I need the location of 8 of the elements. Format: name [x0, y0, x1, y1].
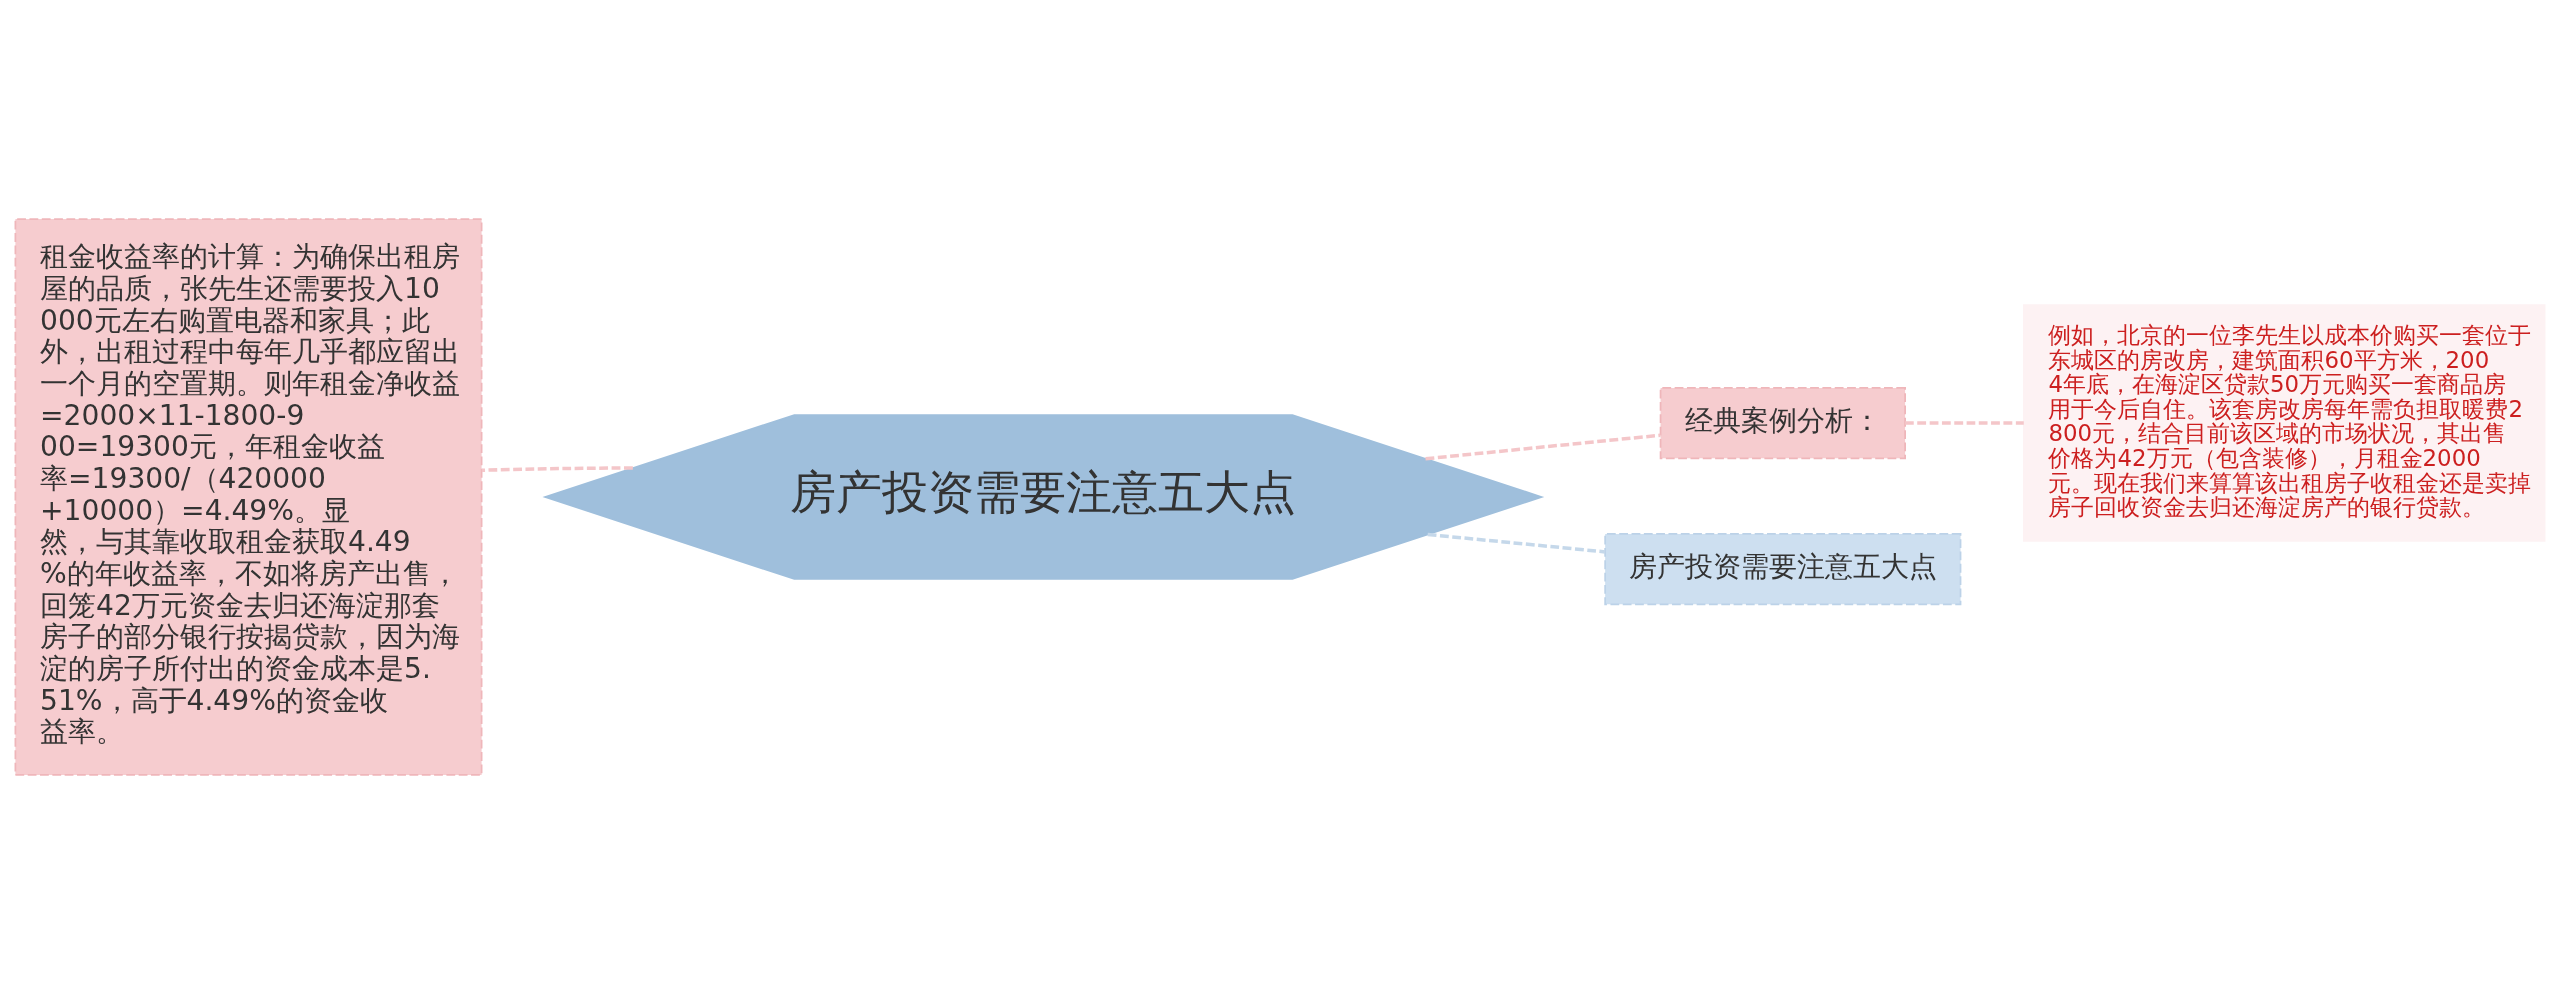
connector	[1425, 432, 1661, 461]
connector	[1905, 420, 2024, 425]
node-box: 例如，北京的一位李先生以成本价购买一套位于东城区的房改房，建筑面积60平方米，2004年底，在海淀区贷款50万元购买一套商品房用于今后自住。该套房改房每年需负担取暖费2800元，结合目前该区域的市场状况，其出售价格为42万元（包含装修），月租金2000元。现在我们来算算该出租房子收租金还是卖掉房子回收资金去归还海淀房产的银行贷款。	[2022, 303, 2546, 542]
node-box: 经典案例分析：	[1659, 386, 1906, 459]
connector	[1427, 532, 1606, 554]
connector	[481, 465, 633, 472]
node-box: 租金收益率的计算：为确保出租房屋的品质，张先生还需要投入10000元左右购置电器和家具；此外，出租过程中每年几乎都应留出一个月的空置期。则年租金净收益=2000×11-1800-900=19300元，年租金收益率=19300/（420000+10000）=4.49%。显然，与其靠收取租金获取4.49%的年收益率，不如将房产出售，回笼42万元资金去归还海淀那套房子的部分银行按揭贷款，因为海淀的房子所付出的资金成本是5.51%，高于4.49%的资金收益率。	[14, 217, 483, 776]
node-box: 房产投资需要注意五大点	[1604, 532, 1962, 605]
